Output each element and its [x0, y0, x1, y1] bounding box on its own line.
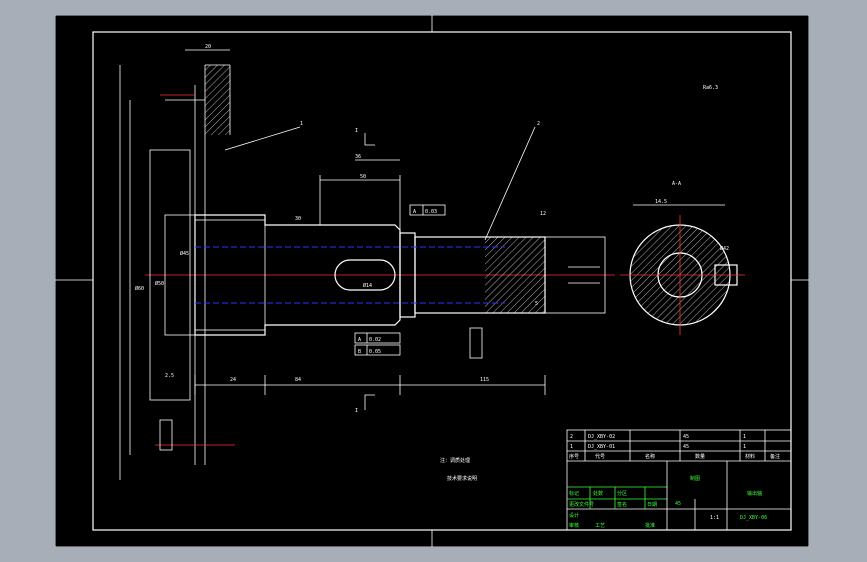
- note-title: 注：调质处理: [440, 457, 470, 464]
- svg-text:工艺: 工艺: [595, 523, 605, 529]
- dim-3: Ø50: [155, 280, 164, 287]
- drawing-name: 输出轴: [747, 490, 762, 497]
- drawing-no: DJ_XBY-06: [740, 515, 767, 521]
- svg-text:2: 2: [570, 434, 573, 440]
- svg-text:DJ_XBY-02: DJ_XBY-02: [588, 434, 615, 440]
- svg-text:序号: 序号: [569, 453, 579, 460]
- tol-1a: 0.02: [369, 337, 381, 343]
- svg-text:设计: 设计: [569, 512, 579, 519]
- dim-5: 30: [295, 216, 301, 222]
- material: 45: [675, 501, 681, 507]
- tol-3a: 0.03: [425, 209, 437, 215]
- tol-1b: A: [358, 337, 361, 343]
- note-line: 技术要求说明: [447, 475, 477, 482]
- company: 制图: [690, 475, 700, 482]
- svg-text:分区: 分区: [617, 490, 627, 497]
- dim-15: Ø42: [720, 245, 729, 252]
- dim-7: 50: [360, 174, 366, 180]
- dim-10: 24: [230, 377, 236, 383]
- dim-9: 115: [480, 377, 489, 383]
- tol-2b: B: [358, 349, 361, 355]
- svg-text:处数: 处数: [593, 490, 603, 497]
- dim-8: 84: [295, 377, 301, 383]
- leader-2: [484, 126, 536, 241]
- section-label: A-A: [672, 181, 681, 187]
- dim-6: 36: [355, 154, 361, 160]
- dim-4: Ø60: [135, 285, 144, 292]
- svg-text:日期: 日期: [647, 502, 657, 508]
- svg-text:备注: 备注: [770, 453, 780, 460]
- shaft-end: [544, 236, 606, 314]
- section-mark-bottom: I: [355, 408, 358, 414]
- dim-2: Ø45: [180, 250, 189, 257]
- tol-2a: 0.05: [369, 349, 381, 355]
- leader-1: [224, 126, 301, 151]
- svg-text:45: 45: [683, 434, 689, 440]
- svg-text:材料: 材料: [745, 453, 755, 460]
- roughness-corner: Ra6.3: [703, 85, 718, 91]
- dim-1: 20: [205, 44, 211, 50]
- keyway: [334, 259, 396, 291]
- svg-text:标记: 标记: [569, 490, 579, 497]
- dim-11: Ø14: [363, 282, 372, 289]
- svg-text:更改文件号: 更改文件号: [569, 501, 594, 508]
- drawing-canvas: 1 2 A-A I I Ra6.3 注：调质处理 技术要求说明 20 Ø45 Ø…: [55, 15, 809, 547]
- dim-16: 2.5: [165, 373, 174, 379]
- part-label-1: 1: [300, 121, 303, 127]
- svg-text:45: 45: [683, 444, 689, 450]
- title-block: [566, 429, 792, 531]
- part-label-2: 2: [537, 121, 540, 127]
- dim-14: 14.5: [655, 199, 667, 205]
- dim-12: 12: [540, 211, 546, 217]
- svg-text:1: 1: [570, 444, 573, 450]
- scale: 1:1: [710, 515, 719, 521]
- svg-text:数量: 数量: [695, 453, 705, 460]
- section-mark-top: I: [355, 128, 358, 134]
- tol-3b: A: [413, 209, 416, 215]
- inner-frame: [92, 31, 792, 531]
- svg-text:1: 1: [743, 434, 746, 440]
- svg-text:签名: 签名: [617, 501, 627, 508]
- shaft-hatch: [485, 237, 545, 313]
- cad-viewport[interactable]: 1 2 A-A I I Ra6.3 注：调质处理 技术要求说明 20 Ø45 Ø…: [55, 15, 809, 547]
- flange-outline: [149, 149, 191, 401]
- svg-text:代号: 代号: [595, 453, 605, 460]
- svg-text:审核: 审核: [569, 522, 579, 529]
- svg-text:1: 1: [743, 444, 746, 450]
- dim-13: 5: [535, 301, 538, 307]
- svg-text:批准: 批准: [645, 522, 655, 529]
- flange-hatch-top: [205, 65, 230, 135]
- svg-text:DJ_XBY-01: DJ_XBY-01: [588, 444, 615, 450]
- svg-text:名称: 名称: [645, 453, 655, 460]
